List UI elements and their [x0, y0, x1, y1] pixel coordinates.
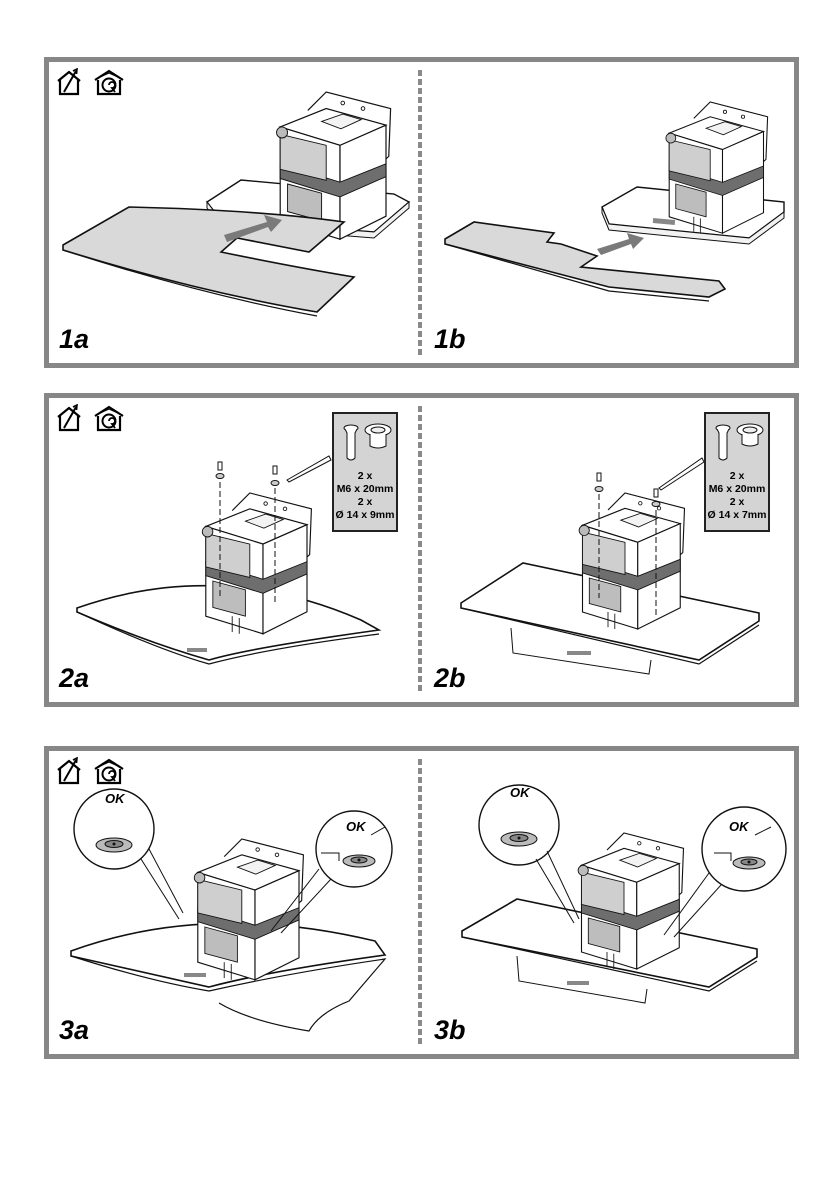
- spacer-icon: [364, 423, 392, 449]
- illustration-3b: [461, 784, 787, 1004]
- hardware-icons: [343, 423, 392, 461]
- screw-icon: [270, 465, 280, 603]
- illustration-2b: [460, 457, 760, 675]
- illustration-2a: [76, 455, 382, 665]
- step-divider: [418, 759, 422, 1046]
- ok-label: OK: [105, 791, 125, 806]
- screw-icon: [343, 424, 359, 461]
- step-label: 1a: [59, 324, 90, 354]
- screw-size: M6 x 20mm: [336, 483, 394, 495]
- step-label: 3b: [434, 1015, 466, 1045]
- recirculation-icon: [94, 69, 124, 96]
- step-label: 2a: [59, 663, 90, 693]
- hardware-callout: 2 x M6 x 20mm 2 x Ø 14 x 9mm: [332, 412, 398, 532]
- spacer-quantity: 2 x: [729, 496, 745, 508]
- step-divider: [418, 70, 422, 355]
- spacer-seated-icon: [500, 831, 538, 847]
- step-label: 1b: [434, 324, 466, 354]
- hardware-icons: [715, 423, 764, 461]
- panel-step-1: 1a 1b: [44, 57, 799, 368]
- ducted-extraction-icon: [57, 404, 81, 432]
- spacer-size: Ø 14 x 7mm: [707, 509, 767, 521]
- mode-icons: [55, 68, 127, 96]
- illustration-1b: [444, 101, 785, 302]
- spacer-icon: [736, 423, 764, 447]
- screw-quantity: 2 x: [357, 470, 373, 482]
- panel-step-2: 2 x M6 x 20mm 2 x Ø 14 x 9mm 2 x M6 x 20…: [44, 393, 799, 707]
- recirculation-icon: [94, 405, 124, 432]
- spacer-seated-icon: [342, 854, 376, 868]
- step-label: 2b: [434, 663, 466, 693]
- illustration-3a: [70, 788, 393, 1032]
- screw-icon: [715, 424, 731, 461]
- ok-label: OK: [729, 819, 749, 834]
- panel-step-3: OK OK OK OK 3a 3b: [44, 746, 799, 1059]
- mode-icons: [55, 757, 127, 785]
- ok-label: OK: [510, 785, 530, 800]
- ducted-extraction-icon: [57, 757, 81, 785]
- spacer-size: Ø 14 x 9mm: [335, 509, 395, 521]
- step-label: 3a: [59, 1015, 90, 1045]
- spacer-quantity: 2 x: [357, 496, 373, 508]
- screw-icon: [215, 461, 225, 598]
- mode-icons: [55, 404, 127, 432]
- step-divider: [418, 406, 422, 694]
- screw-icon: [594, 472, 604, 598]
- spacer-seated-icon: [95, 837, 133, 853]
- screw-quantity: 2 x: [729, 470, 745, 482]
- illustration-1a: [62, 91, 411, 317]
- recirculation-icon: [94, 758, 124, 785]
- ducted-extraction-icon: [57, 68, 81, 96]
- spacer-seated-icon: [732, 856, 766, 870]
- screw-size: M6 x 20mm: [708, 483, 766, 495]
- screw-icon: [651, 488, 661, 618]
- ok-label: OK: [346, 819, 366, 834]
- hardware-callout: 2 x M6 x 20mm 2 x Ø 14 x 7mm: [704, 412, 770, 532]
